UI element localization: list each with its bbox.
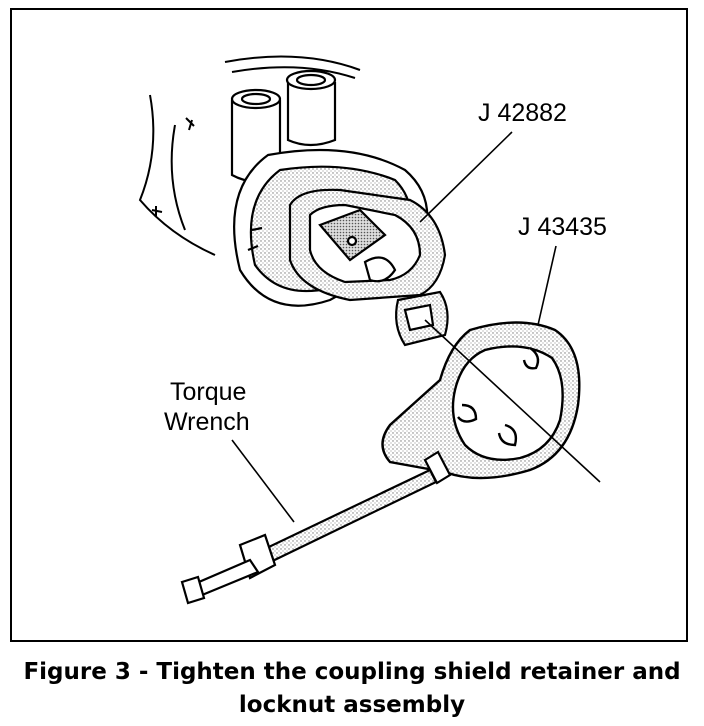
caption-text: Tighten the coupling shield retainer and — [156, 659, 681, 685]
callout-j43435: J 43435 — [518, 213, 607, 241]
engine-housing — [138, 55, 361, 256]
coolant-tubes — [230, 69, 337, 183]
figure-frame — [10, 8, 688, 642]
socket-tool-j42882 — [288, 188, 449, 347]
holding-tool-j43435 — [381, 321, 581, 480]
callout-wrench: Wrench — [164, 408, 250, 436]
caption-text-line2: locknut assembly — [238, 692, 466, 718]
figure-caption: Figure 3 - Tighten the coupling shield r… — [0, 656, 704, 722]
torque-wrench — [180, 450, 452, 605]
leader-lines — [231, 131, 557, 523]
alignment-line — [424, 319, 601, 483]
callout-torque: Torque — [170, 378, 247, 406]
caption-label: Figure 3 - — [23, 659, 157, 685]
callout-j42882: J 42882 — [478, 99, 567, 127]
